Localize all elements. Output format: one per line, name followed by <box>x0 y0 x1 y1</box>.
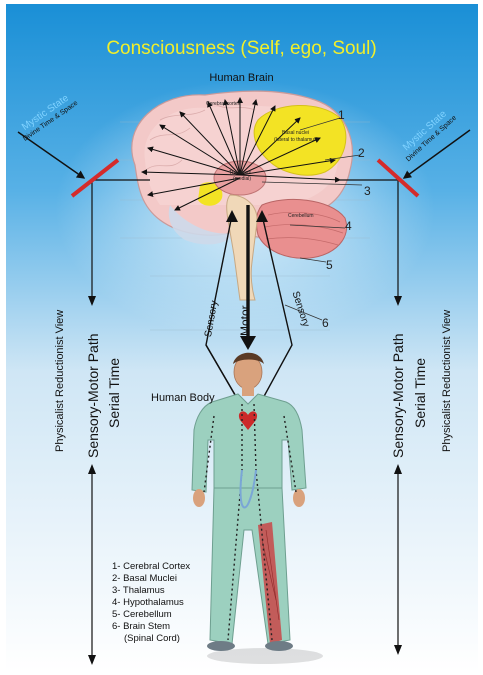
brain-label: Human Brain <box>0 72 483 84</box>
left-time-label: Serial Time <box>106 358 122 428</box>
number-1: 1 <box>338 108 345 122</box>
legend-item-6-sub: (Spinal Cord) <box>112 633 190 645</box>
number-6: 6 <box>322 316 329 330</box>
legend-item-1: 1- Cerebral Cortex <box>112 561 190 573</box>
basal-nuclei-label: Basal nuclei <box>282 130 309 136</box>
number-4: 4 <box>345 219 352 233</box>
motor-label: Motor <box>238 305 252 336</box>
legend-item-4: 4- Hypothalamus <box>112 597 190 609</box>
cortex-label: Cerebral cortex <box>206 101 240 107</box>
cerebellum-label: Cerebellum <box>288 213 314 219</box>
diagram-title: Consciousness (Self, ego, Soul) <box>0 38 483 60</box>
number-3: 3 <box>364 184 371 198</box>
thalamus-sublabel: (medial) <box>233 176 251 182</box>
legend-item-5: 5- Cerebellum <box>112 609 190 621</box>
left-path-label: Sensory-Motor Path <box>85 334 101 459</box>
legend: 1- Cerebral Cortex 2- Basal Muclei 3- Th… <box>112 561 190 645</box>
right-path-label: Sensory-Motor Path <box>390 334 406 459</box>
body-label: Human Body <box>151 392 215 404</box>
right-time-label: Serial Time <box>412 358 428 428</box>
basal-nuclei-sublabel: (lateral to thalamus) <box>274 137 318 143</box>
legend-item-6: 6- Brain Stem <box>112 621 190 633</box>
left-view-label: Physicalist Reductionist View <box>54 310 66 452</box>
number-5: 5 <box>326 258 333 272</box>
legend-item-2: 2- Basal Muclei <box>112 573 190 585</box>
right-view-label: Physicalist Reductionist View <box>441 310 453 452</box>
number-2: 2 <box>358 146 365 160</box>
legend-item-3: 3- Thalamus <box>112 585 190 597</box>
